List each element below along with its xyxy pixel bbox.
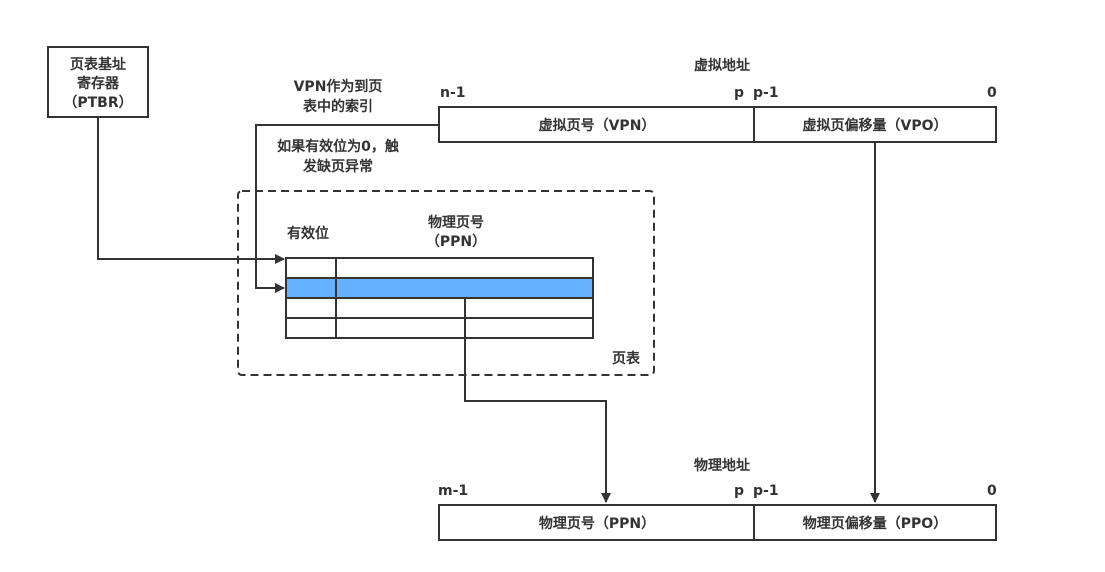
vpn-index-note-line1: VPN作为到页 xyxy=(293,79,383,95)
ppn-arrow xyxy=(464,298,611,503)
page-fault-note: 如果有效位为0，触 发缺页异常 xyxy=(258,137,418,177)
physical-address-title: 物理地址 xyxy=(694,458,750,474)
page-table-title: 页表 xyxy=(612,351,640,367)
ptbr-box xyxy=(47,46,149,118)
page-table-highlighted-row xyxy=(286,278,593,298)
ptbr-label: 页表基址 寄存器 （PTBR） xyxy=(48,56,148,113)
virtual-bit-high: n-1 xyxy=(440,85,466,101)
vpo-field: 虚拟页偏移量（VPO） xyxy=(802,117,948,134)
physical-address-box xyxy=(438,504,997,541)
page-fault-note-line2: 发缺页异常 xyxy=(303,159,373,175)
physical-bit-p: p xyxy=(734,483,745,499)
virtual-address-title: 虚拟地址 xyxy=(694,58,750,74)
vpn-index-arrow xyxy=(255,124,439,293)
physical-bit-zero: 0 xyxy=(987,483,997,499)
vpn-field: 虚拟页号（VPN） xyxy=(538,117,656,134)
ptbr-label-line1: 页表基址 xyxy=(70,57,126,73)
virtual-bit-p-minus-1: p-1 xyxy=(753,85,779,101)
ppo-field: 物理页偏移量（PPO） xyxy=(802,515,948,532)
virtual-bit-p: p xyxy=(734,85,745,101)
ppn-field: 物理页号（PPN） xyxy=(538,515,656,532)
ppn-header: 物理页号 （PPN） xyxy=(406,214,506,252)
vpn-index-note: VPN作为到页 表中的索引 xyxy=(268,77,408,117)
ptbr-label-line2: 寄存器 xyxy=(77,76,119,92)
page-fault-note-line1: 如果有效位为0，触 xyxy=(277,139,399,155)
ptbr-arrow xyxy=(97,117,285,264)
valid-bit-header: 有效位 xyxy=(287,226,329,242)
vpn-index-note-line2: 表中的索引 xyxy=(303,99,373,115)
ppn-header-line1: 物理页号 xyxy=(428,215,484,231)
virtual-bit-zero: 0 xyxy=(987,85,997,101)
page-table-container xyxy=(237,190,655,376)
physical-bit-p-minus-1: p-1 xyxy=(753,483,779,499)
ppn-header-line2: （PPN） xyxy=(425,234,487,250)
physical-bit-high: m-1 xyxy=(438,483,469,499)
ptbr-label-line3: （PTBR） xyxy=(63,95,133,111)
